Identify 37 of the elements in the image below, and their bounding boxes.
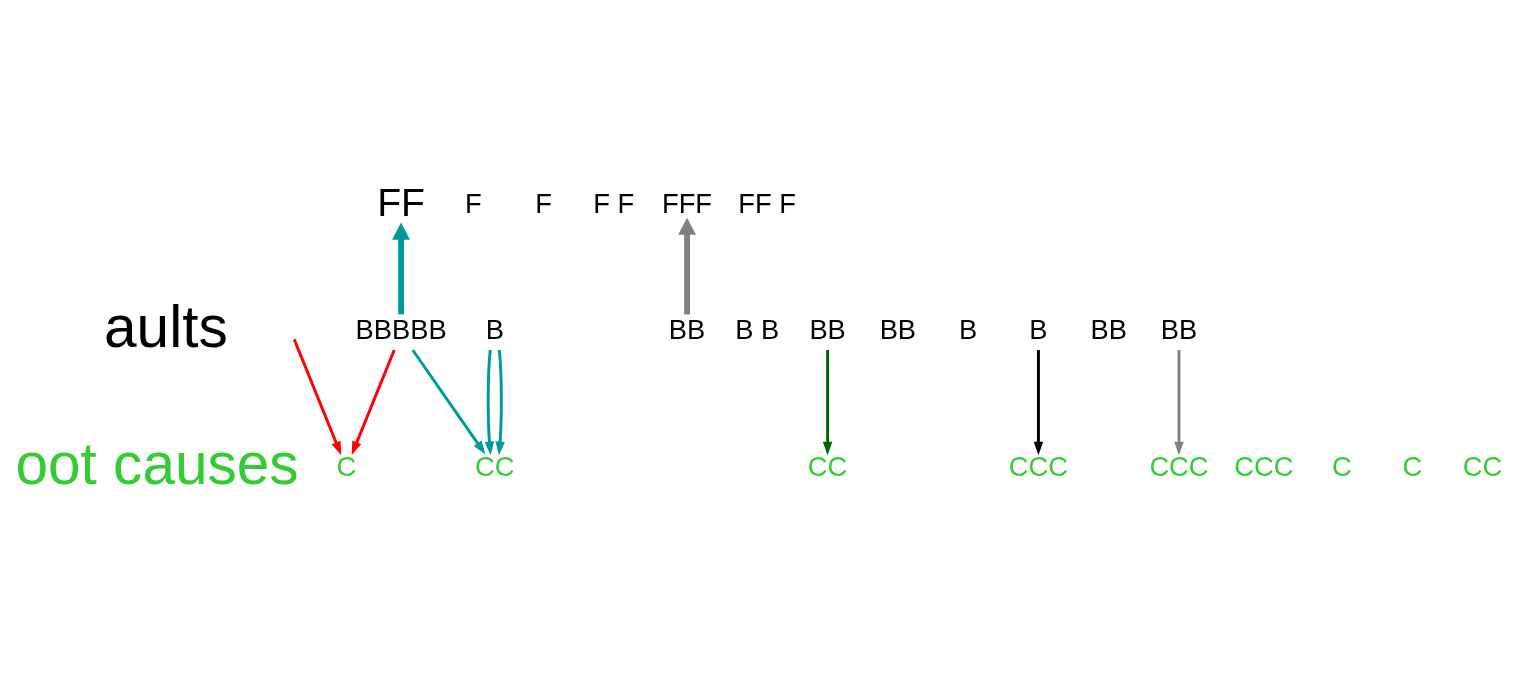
- node-text: B B: [735, 314, 780, 345]
- arrow: [484, 349, 495, 456]
- arrow: [495, 349, 505, 456]
- arrow: [822, 350, 833, 456]
- arrow: [1033, 350, 1044, 456]
- arrow: [411, 349, 486, 455]
- arrow: [1174, 350, 1184, 456]
- node-text: B: [1029, 314, 1048, 345]
- node-text: F: [535, 188, 552, 220]
- node-text: BB: [668, 314, 706, 345]
- node-text: BB: [809, 314, 846, 345]
- arrow: [678, 217, 696, 315]
- arrow: [292, 338, 342, 456]
- node-text: CCC: [1008, 450, 1069, 482]
- node-text: C: [1332, 450, 1352, 482]
- node-text: FFF: [662, 188, 713, 220]
- node-text: CC: [807, 450, 848, 482]
- arrow: [392, 222, 410, 315]
- node-text: CCC: [1234, 450, 1294, 482]
- node-text: BB: [879, 314, 917, 345]
- node-text: F: [464, 188, 482, 220]
- arrow: [351, 349, 396, 456]
- node-text: F F: [593, 188, 635, 220]
- node-text: BBBBB: [355, 314, 447, 345]
- node-text: C: [1402, 450, 1423, 482]
- node-text: B: [485, 314, 504, 345]
- label: oot causes: [15, 430, 299, 496]
- node-text: CC: [1462, 450, 1503, 482]
- node-text: B: [959, 314, 978, 345]
- node-text: CCC: [1149, 450, 1209, 482]
- node-text: C: [336, 450, 357, 482]
- node-text: CC: [475, 450, 515, 482]
- node-text: FF: [377, 181, 425, 225]
- node-text: BB: [1090, 314, 1127, 345]
- node-text: FF F: [738, 188, 796, 220]
- node-text: BB: [1160, 314, 1198, 345]
- label: aults: [104, 293, 228, 359]
